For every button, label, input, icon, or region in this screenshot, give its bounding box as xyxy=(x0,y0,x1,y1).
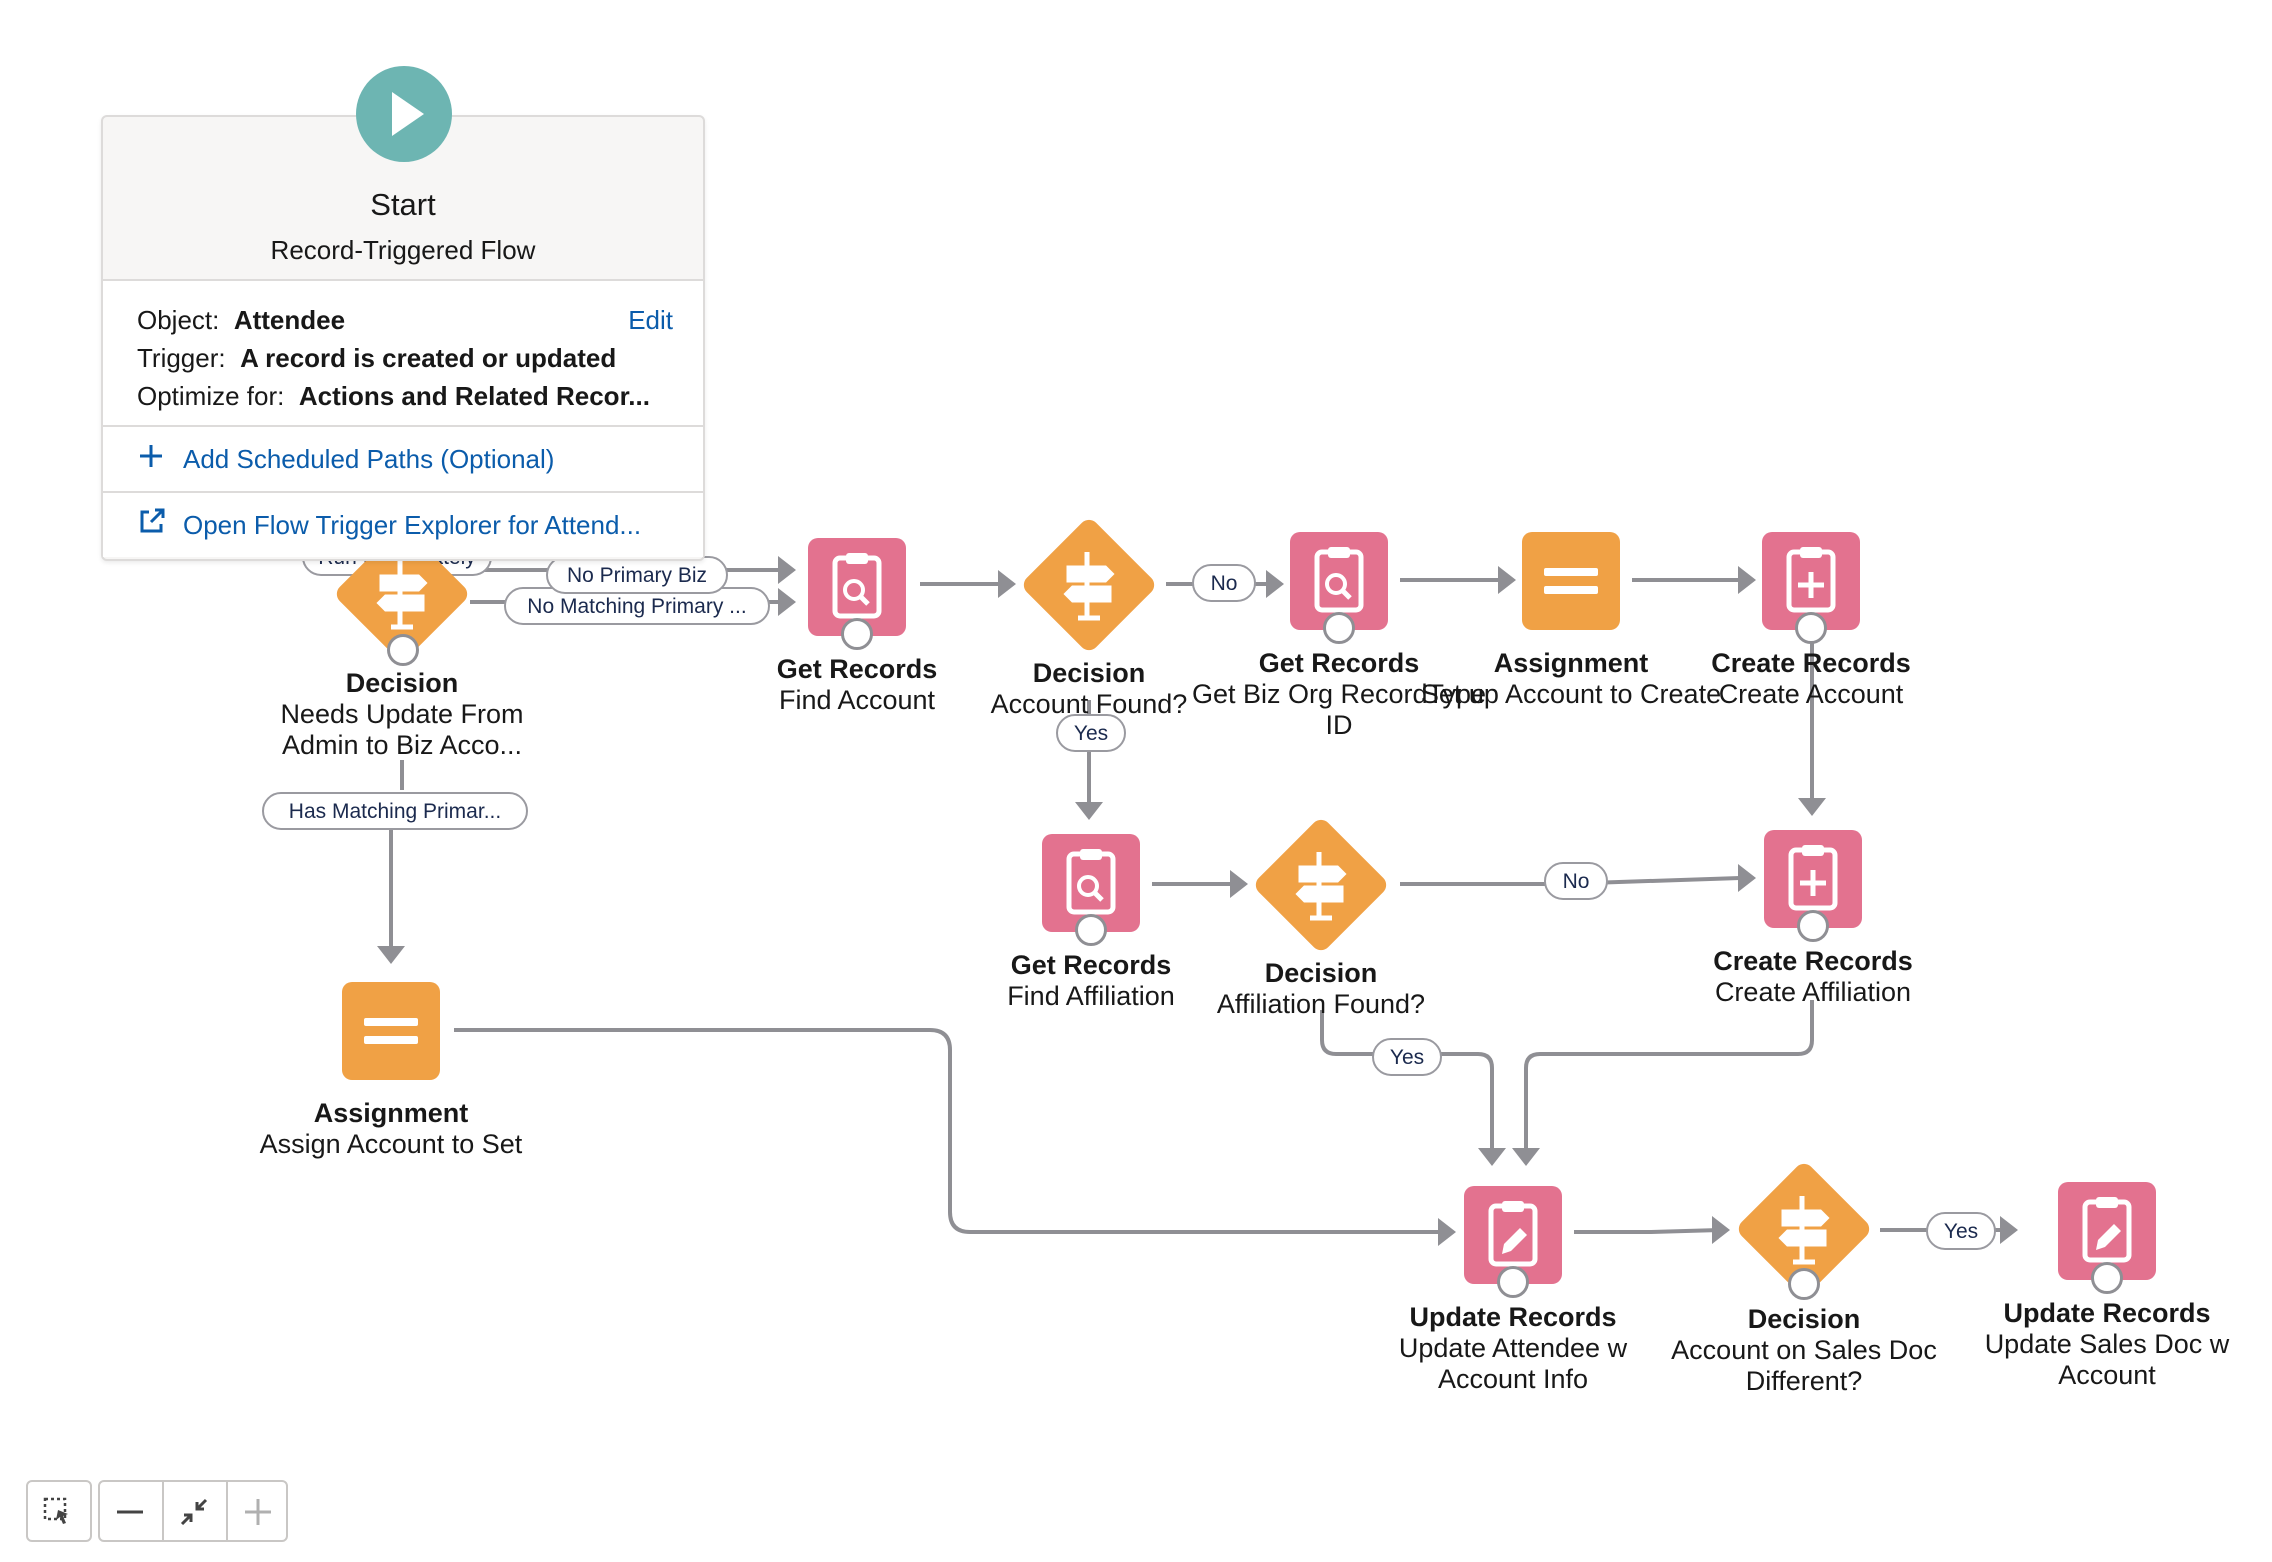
edit-link[interactable]: Edit xyxy=(628,305,673,335)
add-scheduled-paths-link[interactable]: Add Scheduled Paths (Optional) xyxy=(103,427,703,493)
connector-handle[interactable] xyxy=(1795,612,1827,644)
get-records-find-affiliation-label: Get Records Find Affiliation xyxy=(1007,950,1175,1011)
optimize-row: Optimize for: Actions and Related Recor.… xyxy=(103,377,703,415)
start-subtitle: Record-Triggered Flow xyxy=(270,235,536,265)
update-records-attendee-node[interactable] xyxy=(1464,1186,1562,1284)
create-records-affiliation-node[interactable] xyxy=(1764,830,1862,928)
connector-handle[interactable] xyxy=(1497,1266,1529,1298)
trigger-row: Trigger: A record is created or updated xyxy=(103,339,703,377)
marquee-select-button[interactable] xyxy=(28,1482,90,1540)
open-trigger-explorer-label: Open Flow Trigger Explorer for Attend... xyxy=(183,510,642,540)
get-records-find-account-label: Get Records Find Account xyxy=(776,654,938,715)
assignment-setup-account-node[interactable] xyxy=(1522,532,1620,630)
connector-handle[interactable] xyxy=(841,618,873,650)
clipboard-search-icon xyxy=(832,553,882,619)
object-row: Object: Attendee Edit xyxy=(103,301,703,339)
add-scheduled-paths-label: Add Scheduled Paths (Optional) xyxy=(183,444,555,474)
update-records-sales-doc-label: Update Records Update Sales Doc w Accoun… xyxy=(1984,1298,2230,1390)
optimize-value: Actions and Related Recor... xyxy=(298,381,650,411)
connector-handle[interactable] xyxy=(1075,914,1107,946)
signpost-icon xyxy=(376,561,428,630)
path-no-account[interactable]: No xyxy=(1192,564,1256,602)
start-icon[interactable] xyxy=(356,66,452,162)
create-records-account-label: Create Records Create Account xyxy=(1711,648,1911,709)
decision-sales-doc-label: Decision Account on Sales Doc Different? xyxy=(1671,1304,1937,1396)
trigger-label: Trigger: xyxy=(137,343,226,373)
clipboard-edit-icon xyxy=(1488,1201,1538,1267)
equals-icon xyxy=(364,1018,418,1044)
select-tool-group xyxy=(26,1480,92,1542)
start-element-card[interactable]: Start Record-Triggered Flow Object: Atte… xyxy=(101,115,705,561)
path-no-primary-biz[interactable]: No Primary Biz xyxy=(546,556,728,594)
zoom-out-button[interactable] xyxy=(100,1482,164,1540)
trigger-value: A record is created or updated xyxy=(240,343,617,373)
fit-view-button[interactable] xyxy=(164,1482,228,1540)
object-value: Attendee xyxy=(233,305,346,335)
connector-handle[interactable] xyxy=(1797,910,1829,942)
start-details: Object: Attendee Edit Trigger: A record … xyxy=(103,281,703,557)
decision-affiliation-found-label: Decision Affiliation Found? xyxy=(1216,958,1426,1019)
path-no-affiliation[interactable]: No xyxy=(1544,862,1608,900)
start-properties: Object: Attendee Edit Trigger: A record … xyxy=(103,281,703,427)
connector-handle[interactable] xyxy=(387,634,419,666)
zoom-in-button[interactable] xyxy=(228,1482,290,1540)
marquee-select-icon xyxy=(43,1497,68,1524)
decision-affiliation-found-node[interactable] xyxy=(1251,815,1391,955)
decision-account-found-node[interactable] xyxy=(1019,515,1159,655)
signpost-icon xyxy=(1063,552,1115,621)
path-has-matching-primary[interactable]: Has Matching Primar... xyxy=(262,792,528,830)
open-trigger-explorer-link[interactable]: Open Flow Trigger Explorer for Attend... xyxy=(103,493,703,557)
collapse-arrows-icon xyxy=(180,1498,208,1526)
clipboard-plus-icon xyxy=(1788,845,1838,911)
connector-handle[interactable] xyxy=(2091,1262,2123,1294)
create-records-affiliation-label: Create Records Create Affiliation xyxy=(1713,946,1913,1007)
signpost-icon xyxy=(1778,1196,1830,1265)
clipboard-search-icon xyxy=(1066,849,1116,915)
get-records-biz-org-label: Get Records Get Biz Org RecordType ID xyxy=(1191,648,1487,740)
decision-account-found-label: Decision Account Found? xyxy=(990,658,1188,719)
assignment-account-to-set-label: Assignment Assign Account to Set xyxy=(259,1098,523,1159)
path-yes-sales-doc[interactable]: Yes xyxy=(1926,1212,1996,1250)
path-yes-account[interactable]: Yes xyxy=(1056,714,1126,752)
start-header: Start Record-Triggered Flow xyxy=(103,117,703,281)
signpost-icon xyxy=(1295,852,1347,921)
assignment-setup-account-label: Assignment Set up Account to Create xyxy=(1420,648,1722,709)
clipboard-plus-icon xyxy=(1786,547,1836,613)
minus-icon xyxy=(117,1510,143,1514)
plus-icon xyxy=(137,429,171,491)
decision-needs-update-node[interactable] xyxy=(332,524,472,664)
plus-icon xyxy=(245,1499,271,1525)
zoom-controls xyxy=(98,1480,288,1542)
start-title: Start xyxy=(370,187,436,222)
object-label: Object: xyxy=(137,305,220,335)
clipboard-edit-icon xyxy=(2082,1197,2132,1263)
decision-sales-doc-node[interactable] xyxy=(1734,1159,1874,1299)
connector-handle[interactable] xyxy=(1788,1268,1820,1300)
clipboard-search-icon xyxy=(1314,547,1364,613)
path-yes-affiliation[interactable]: Yes xyxy=(1372,1038,1442,1076)
update-records-attendee-label: Update Records Update Attendee w Account… xyxy=(1398,1302,1628,1394)
optimize-label: Optimize for: xyxy=(137,381,285,411)
decision-needs-update-label: Decision Needs Update From Admin to Biz … xyxy=(280,668,524,760)
external-link-icon xyxy=(137,495,171,557)
assignment-account-to-set-node[interactable] xyxy=(342,982,440,1080)
connector-handle[interactable] xyxy=(1323,612,1355,644)
equals-icon xyxy=(1544,568,1598,594)
